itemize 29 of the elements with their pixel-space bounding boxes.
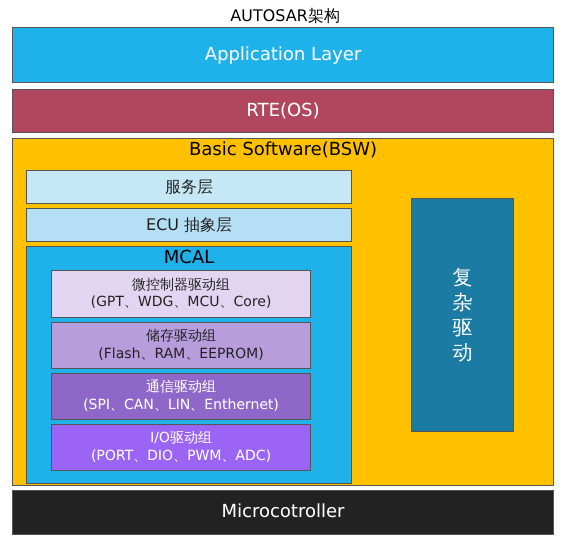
layer-label: 复杂驱动 (452, 265, 472, 365)
layer-label: 服务层 (165, 177, 213, 197)
module-list: (PORT、DIO、PWM、ADC) (90, 448, 272, 465)
layer-box (26, 170, 352, 204)
layer-box (411, 198, 514, 432)
layer-label: Microcotroller (222, 501, 344, 524)
layer-label: I/O驱动组 (150, 430, 212, 448)
layer-box (26, 208, 352, 242)
driver-box (51, 270, 311, 318)
layer-label: ECU 抽象层 (146, 215, 232, 235)
layer-panel (12, 138, 554, 486)
layer-panel (26, 246, 352, 484)
layer-label: 微控制器驱动组 (132, 276, 230, 294)
module-list: (SPI、CAN、LIN、Enthernet) (83, 396, 279, 414)
layer-label: 通信驱动组 (146, 379, 216, 396)
module-list: (Flash、RAM、EEPROM) (98, 346, 264, 363)
driver-box (51, 424, 311, 471)
layer-label: MCAL (164, 247, 214, 270)
diagram-title: AUTOSAR架构 (229, 5, 341, 27)
layer-label: Application Layer (204, 44, 362, 66)
module-list: (GPT、WDG、MCU、Core) (90, 294, 272, 312)
layer-box (12, 490, 554, 535)
driver-box (51, 373, 311, 420)
layer-label: RTE(OS) (246, 100, 320, 122)
layer-label: 储存驱动组 (146, 328, 216, 346)
layer-box (12, 27, 554, 83)
layer-label: Basic Software(BSW) (188, 139, 378, 162)
driver-box (51, 322, 311, 369)
layer-box (12, 89, 554, 133)
